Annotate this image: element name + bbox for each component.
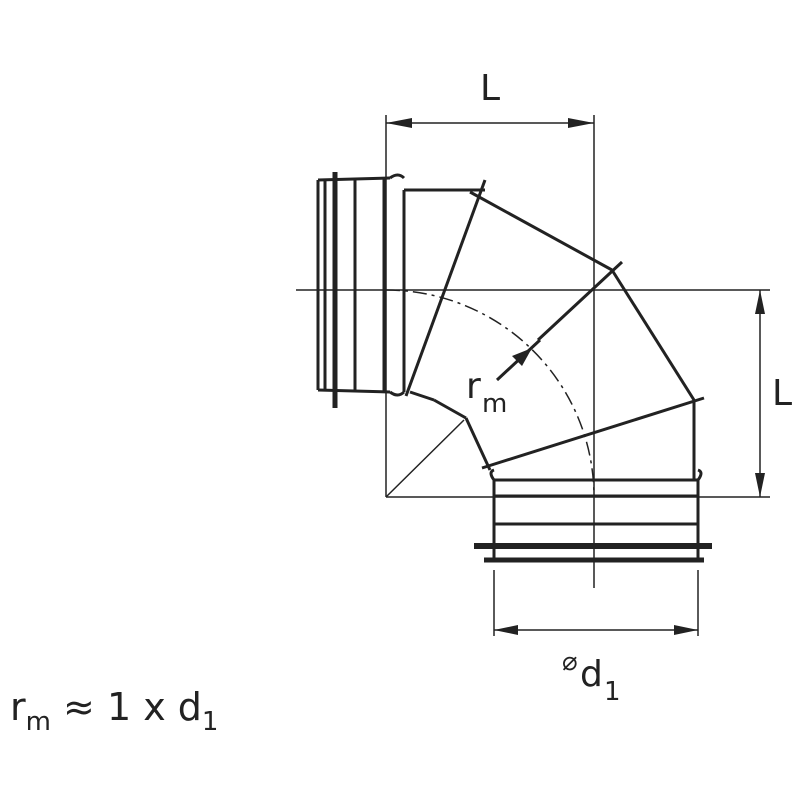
seam-3 bbox=[481, 396, 705, 470]
arrowhead-right bbox=[568, 118, 594, 128]
radius-indicator bbox=[385, 289, 595, 498]
left-socket bbox=[316, 172, 406, 408]
elbow-body bbox=[404, 179, 705, 480]
radius-arrowhead bbox=[512, 348, 532, 366]
bottom-socket bbox=[474, 468, 712, 563]
arrowhead-left bbox=[386, 118, 412, 128]
arrowhead-left bbox=[494, 625, 518, 635]
diameter-subscript: 1 bbox=[604, 677, 621, 707]
diameter-label: d bbox=[580, 654, 603, 695]
formula-lhs-subscript: m bbox=[25, 707, 51, 737]
dimension-top bbox=[385, 115, 595, 588]
formula-lhs: r bbox=[10, 685, 26, 729]
arrowhead-top bbox=[755, 290, 765, 314]
dimension-label-right: L bbox=[772, 373, 792, 414]
formula-rhs-subscript: 1 bbox=[201, 707, 219, 737]
diameter-icon: ⌀ bbox=[562, 647, 578, 677]
seam-1 bbox=[404, 179, 487, 397]
radius-subscript: m bbox=[482, 389, 507, 419]
formula-approx: ≈ 1 x d bbox=[50, 685, 202, 729]
radius-label: r bbox=[466, 366, 481, 407]
radius-formula: rm ≈ 1 x d1 bbox=[10, 685, 218, 737]
dimension-diameter bbox=[493, 570, 699, 636]
dimension-right bbox=[296, 289, 770, 498]
centerline-arc bbox=[385, 289, 595, 498]
arrowhead-bottom bbox=[755, 473, 765, 497]
seam-2 bbox=[536, 260, 624, 342]
arrowhead-right bbox=[674, 625, 698, 635]
dimension-label-top: L bbox=[480, 68, 500, 109]
